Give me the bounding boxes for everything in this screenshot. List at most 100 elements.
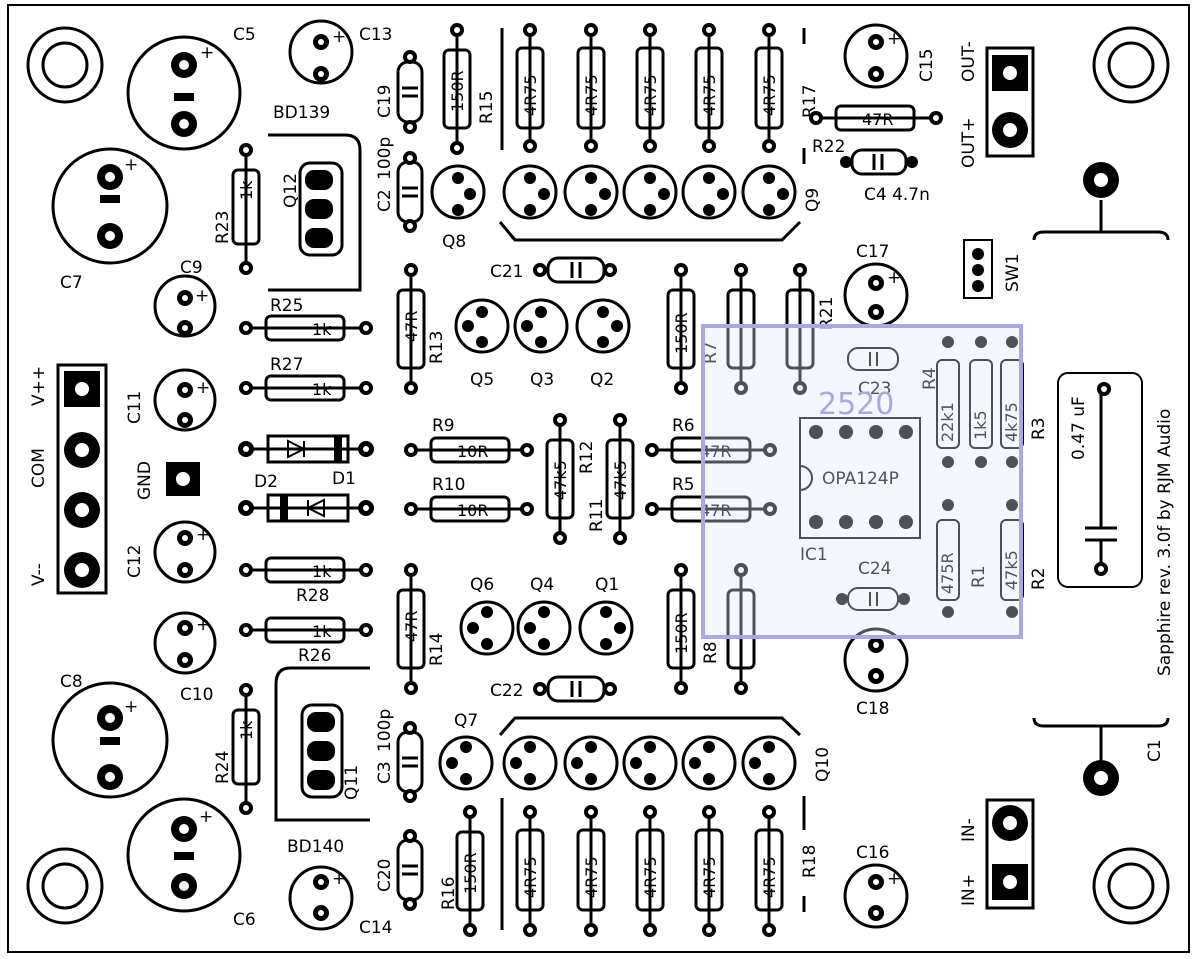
cap-c6: + C6 xyxy=(126,797,256,930)
transistor-q6 xyxy=(459,600,515,656)
cap-c8: + C8 xyxy=(51,672,169,799)
resistor-r9: 10R R9 xyxy=(404,416,534,464)
svg-text:+: + xyxy=(887,869,901,889)
label-r22: R22 xyxy=(812,137,845,157)
value-r17e: 4R75 xyxy=(760,74,779,116)
input-header: IN- IN+ xyxy=(959,798,1035,910)
label-bd139: BD139 xyxy=(273,103,330,123)
value-r18a: 4R75 xyxy=(521,856,540,898)
label-out-minus: OUT- xyxy=(959,41,979,82)
resistor-r8: 150R R8 xyxy=(666,563,721,695)
label-q4: Q4 xyxy=(530,575,554,595)
resistor-r25: 1k R25 xyxy=(239,296,373,342)
label-c20: C20 xyxy=(375,858,395,892)
label-r28: R28 xyxy=(296,586,329,606)
svg-text:+: + xyxy=(196,615,210,635)
label-c9: C9 xyxy=(180,258,203,278)
svg-text:+: + xyxy=(887,268,901,288)
r17-b: 4R75 xyxy=(576,23,606,153)
ic1-opa124p: OPA124P IC1 xyxy=(799,417,921,565)
power-header: V++ COM V-- xyxy=(29,363,108,595)
label-q6: Q6 xyxy=(470,575,494,595)
value-r23: 1k xyxy=(237,180,256,200)
label-r6: R6 xyxy=(672,416,695,436)
transistor-q9-e xyxy=(741,164,797,220)
resistor-r13: 47R R13 xyxy=(396,263,447,395)
label-q10: Q10 xyxy=(813,747,833,782)
cap-c11: + C11 xyxy=(125,368,217,432)
label-r27: R27 xyxy=(270,355,303,375)
label-c10: C10 xyxy=(180,685,214,705)
value-r25: 1k xyxy=(312,320,332,339)
cap-c3: C3 100p xyxy=(375,709,424,803)
label-in-plus: IN+ xyxy=(959,874,979,906)
resistor-r6: 47R R6 xyxy=(645,416,777,464)
label-r13: R13 xyxy=(427,331,447,364)
svg-text:+: + xyxy=(196,378,210,398)
r17-a: 4R75 xyxy=(515,23,545,153)
label-c21: C21 xyxy=(490,262,524,282)
label-gnd: GND xyxy=(135,461,155,500)
value-r18e: 4R75 xyxy=(760,856,779,898)
label-r12: R12 xyxy=(577,441,597,474)
r17-e: 4R75 xyxy=(754,23,784,153)
value-r8: 150R xyxy=(672,612,691,654)
label-r26: R26 xyxy=(298,646,331,666)
label-c2: C2 xyxy=(375,189,395,212)
value-r18c: 4R75 xyxy=(641,856,660,898)
label-c24: C24 xyxy=(858,559,892,579)
value-c2: 100p xyxy=(375,137,395,180)
label-c7: C7 xyxy=(60,273,83,293)
svg-text:+: + xyxy=(200,43,214,63)
resistor-r21: R21 xyxy=(785,263,837,395)
transistor-q12: BD139 Q12 xyxy=(268,103,362,292)
r18-b: 4R75 xyxy=(576,805,606,937)
value-r26: 1k xyxy=(312,622,332,641)
svg-text:+: + xyxy=(124,155,138,175)
label-q11: Q11 xyxy=(342,765,362,800)
label-r3: R3 xyxy=(1029,417,1049,440)
label-r24: R24 xyxy=(213,751,233,784)
value-c3: 100p xyxy=(375,709,395,752)
label-q3: Q3 xyxy=(530,370,554,390)
transistor-q8 xyxy=(430,164,486,220)
to92-transistors: Q8 Q9 Q5 Q3 Q2 Q6 Q4 Q1 Q7 Q10 xyxy=(430,164,833,791)
overlay-label: 2520 xyxy=(818,387,894,422)
label-c3: C3 xyxy=(375,761,395,784)
label-q2: Q2 xyxy=(590,370,614,390)
resistor-r11: 47k5 R11 xyxy=(587,413,635,545)
label-r25: R25 xyxy=(270,296,303,316)
label-q8: Q8 xyxy=(442,232,466,252)
cap-c16: + C16 xyxy=(843,843,909,929)
cap-c2: C2 100p xyxy=(375,137,424,233)
transistor-q9-a xyxy=(502,164,558,220)
value-r27: 1k xyxy=(312,380,332,399)
value-r16: 150R xyxy=(461,852,480,894)
label-r17: R17 xyxy=(800,85,820,118)
value-r17d: 4R75 xyxy=(700,74,719,116)
resistor-r19 xyxy=(726,263,756,395)
cap-c5: + C5 xyxy=(126,25,256,151)
value-r17b: 4R75 xyxy=(582,74,601,116)
label-c15: C15 xyxy=(917,48,937,82)
value-r18d: 4R75 xyxy=(700,856,719,898)
transistor-q9-b xyxy=(563,164,619,220)
transistor-q1 xyxy=(578,600,634,656)
value-r17a: 4R75 xyxy=(521,74,540,116)
label-vpp: V++ xyxy=(29,366,49,406)
label-c23: C23 xyxy=(858,379,892,399)
label-q12: Q12 xyxy=(281,173,301,208)
svg-text:+: + xyxy=(332,869,346,889)
transistor-q10-a xyxy=(502,735,558,791)
transistor-q4 xyxy=(516,600,572,656)
resistor-bank-r18: 4R75 4R75 4R75 4R75 4R75 R18 xyxy=(500,796,820,937)
r18-c: 4R75 xyxy=(635,805,665,937)
transistor-q2 xyxy=(575,298,631,354)
svg-text:+: + xyxy=(196,525,210,545)
board-title: Sapphire rev. 3.0f by RJM Audio xyxy=(1155,409,1175,676)
resistor-r16: 150R R16 xyxy=(439,805,485,937)
r17-d: 4R75 xyxy=(694,23,724,153)
value-r13: 47R xyxy=(402,311,421,342)
cap-c23: C23 xyxy=(847,347,899,399)
